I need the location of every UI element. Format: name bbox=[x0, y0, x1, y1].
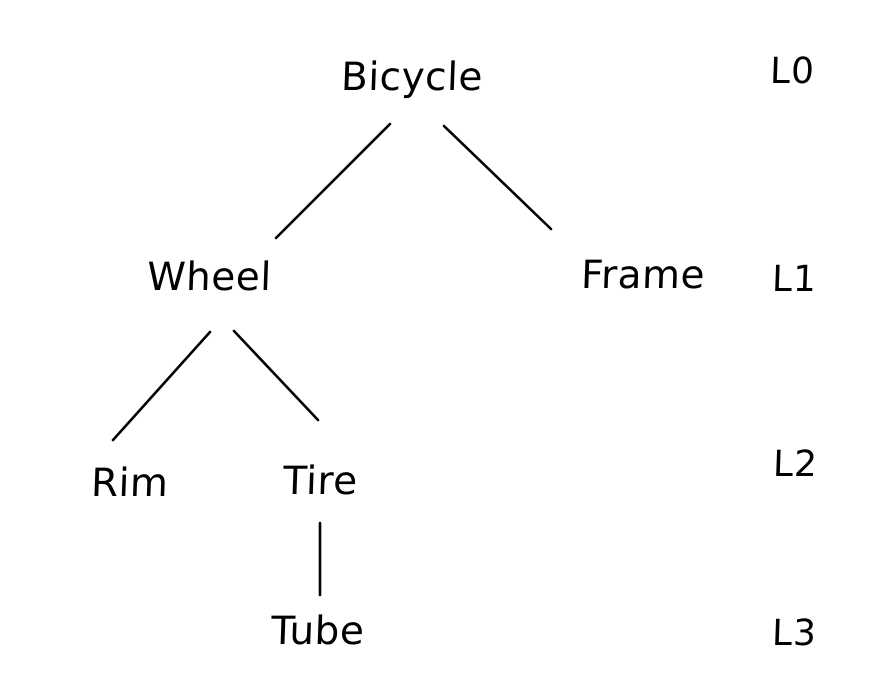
node-tube[interactable]: Tube bbox=[270, 609, 366, 654]
edge-bicycle-frame bbox=[442, 124, 553, 231]
edge-bicycle-wheel bbox=[274, 122, 392, 240]
node-rim[interactable]: Rim bbox=[90, 461, 170, 506]
level-label-l1: L1 bbox=[771, 259, 818, 300]
node-wheel[interactable]: Wheel bbox=[146, 255, 273, 300]
node-bicycle[interactable]: Bicycle bbox=[340, 55, 484, 100]
node-frame[interactable]: Frame bbox=[580, 253, 706, 298]
edge-wheel-rim bbox=[111, 330, 212, 442]
level-label-l2: L2 bbox=[772, 444, 819, 485]
edge-wheel-tire bbox=[232, 329, 320, 422]
level-label-l0: L0 bbox=[769, 51, 816, 92]
level-label-l3: L3 bbox=[771, 613, 818, 654]
node-tire[interactable]: Tire bbox=[282, 459, 359, 504]
